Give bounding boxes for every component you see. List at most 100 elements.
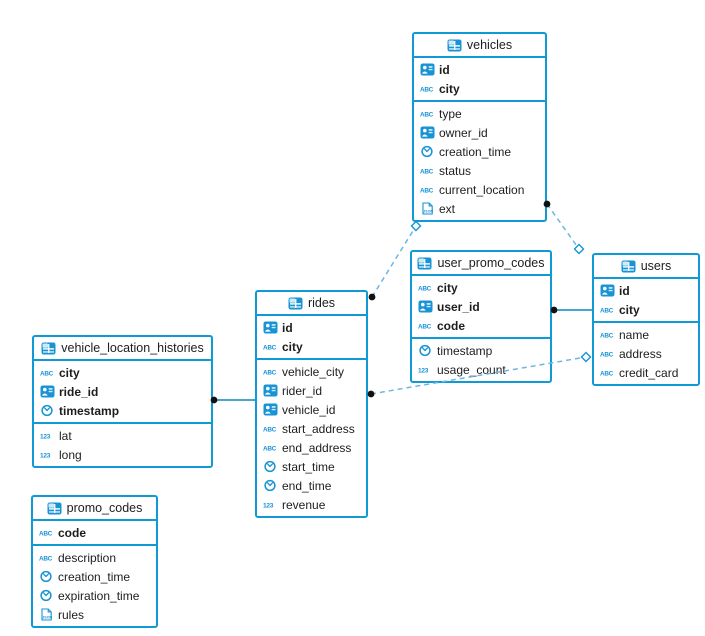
field-row-users-name[interactable]: ABC name [594,325,698,344]
field-row-vehicles-creation_time[interactable]: creation_time [414,142,545,161]
time-type-icon [39,589,54,602]
svg-text:ABC: ABC [600,333,614,340]
text-icon: ABC [420,188,434,195]
id-badge-icon [263,321,278,334]
time-type-icon [40,404,55,417]
field-row-user_promo_codes-user_id[interactable]: user_id [412,297,550,316]
field-row-promo_codes-expiration_time[interactable]: expiration_time [33,586,156,605]
table-header-vehicle_location_histories[interactable]: vehicle_location_histories [34,337,211,361]
field-row-vehicles-owner_id[interactable]: owner_id [414,123,545,142]
field-label: description [58,550,117,565]
id-badge-icon [420,63,435,76]
field-row-rides-vehicle_id[interactable]: vehicle_id [257,400,366,419]
text-icon: ABC [263,427,277,434]
field-label: id [439,62,450,77]
table-header-rides[interactable]: rides [257,292,366,316]
field-row-vehicle_location_histories-ride_id[interactable]: ride_id [34,382,211,401]
relation-user_promo_codes-to-users[interactable] [550,306,592,314]
svg-text:ABC: ABC [418,286,432,293]
svg-text:ABC: ABC [418,324,432,331]
text-type-icon: ABC [263,365,278,378]
table-header-users[interactable]: users [594,255,698,279]
svg-text:ABC: ABC [420,188,434,195]
text-type-icon: ABC [600,328,615,341]
field-label: id [282,320,293,335]
relation-vehicles-to-users[interactable] [543,200,585,255]
id-badge-icon [600,284,615,297]
id-badge-type-icon [420,126,435,139]
text-type-icon: ABC [600,347,615,360]
field-row-vehicles-current_location[interactable]: ABC current_location [414,180,545,199]
table-header-vehicles[interactable]: vehicles [414,34,545,58]
field-row-rides-end_time[interactable]: end_time [257,476,366,495]
field-label: city [437,280,458,295]
time-icon [40,570,52,583]
table-header-user_promo_codes[interactable]: user_promo_codes [412,252,550,276]
table-icon [41,342,56,354]
field-row-vehicles-id[interactable]: id [414,60,545,79]
field-row-vehicle_location_histories-timestamp[interactable]: timestamp [34,401,211,420]
svg-text:ABC: ABC [600,352,614,359]
field-row-rides-start_time[interactable]: start_time [257,457,366,476]
text-type-icon: ABC [600,366,615,379]
field-label: city [59,365,80,380]
field-row-user_promo_codes-city[interactable]: ABC city [412,278,550,297]
table-header-promo_codes[interactable]: promo_codes [33,497,156,521]
field-row-rides-rider_id[interactable]: rider_id [257,381,366,400]
svg-text:ABC: ABC [263,370,277,377]
field-row-user_promo_codes-timestamp[interactable]: timestamp [412,341,550,360]
field-label: current_location [439,182,525,197]
text-icon: ABC [600,371,614,378]
svg-text:ABC: ABC [263,345,277,352]
field-row-users-id[interactable]: id [594,281,698,300]
field-row-promo_codes-creation_time[interactable]: creation_time [33,567,156,586]
svg-text:123: 123 [40,453,51,460]
field-label: ride_id [59,384,99,399]
text-type-icon: ABC [420,107,435,120]
relation-line[interactable] [546,203,580,250]
field-label: id [619,283,630,298]
field-label: timestamp [437,343,493,358]
field-label: end_address [282,440,352,455]
field-row-rides-id[interactable]: id [257,318,366,337]
relation-vehicle_location_histories-to-rides[interactable] [210,396,255,404]
id-badge-type-icon [263,403,278,416]
time-icon [264,460,276,473]
number-type-icon: 123 [418,363,433,376]
text-type-icon: ABC [418,281,433,294]
text-type-icon: ABC [263,422,278,435]
field-label: lat [59,428,72,443]
field-label: name [619,327,650,342]
table-title: promo_codes [66,501,143,515]
text-icon: ABC [420,169,434,176]
